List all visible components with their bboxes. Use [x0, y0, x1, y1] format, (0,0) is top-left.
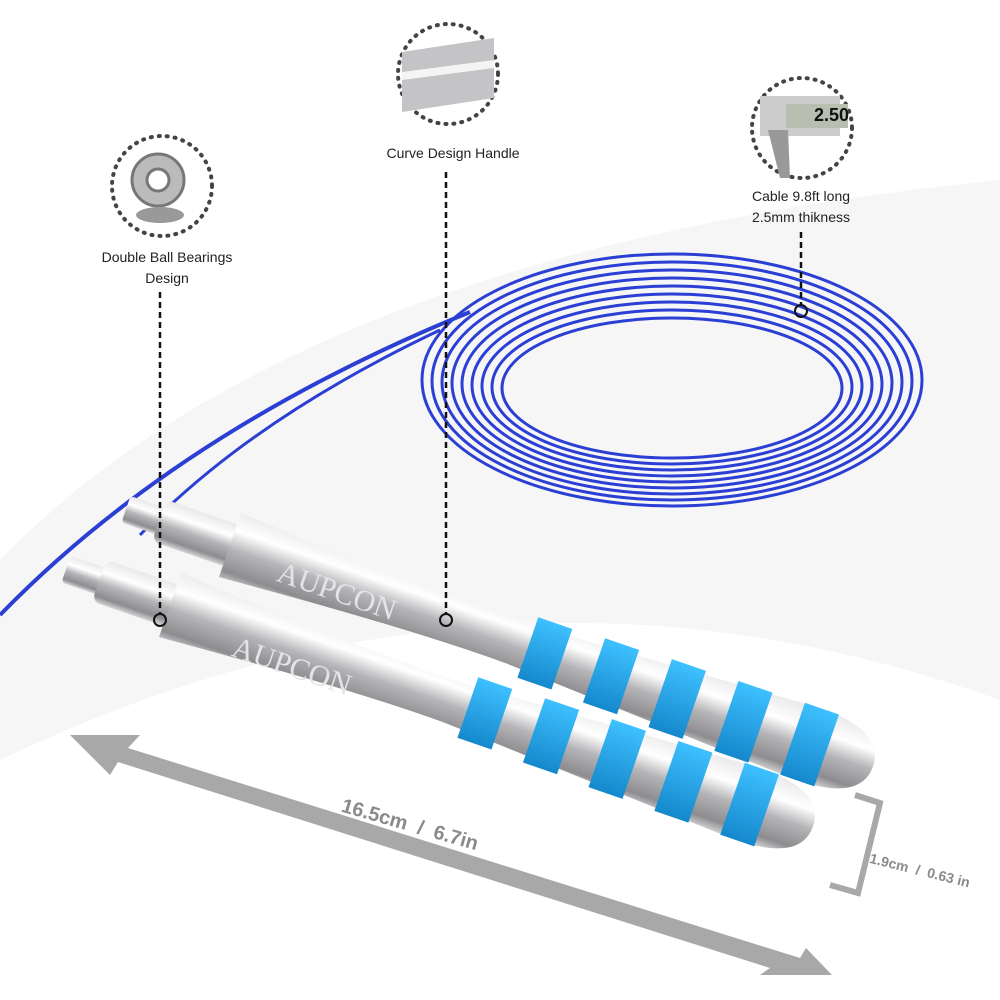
leader-endpoints	[153, 304, 808, 627]
cable-coil	[420, 252, 924, 508]
handle-back	[122, 497, 875, 789]
caliper-icon	[760, 96, 848, 178]
handle-front	[62, 557, 815, 849]
bearing-callout-label: Double Ball Bearings Design	[82, 247, 252, 289]
handle-callout-circle	[396, 22, 500, 126]
cable-strand	[0, 310, 471, 617]
handle-closeup-icon	[402, 38, 494, 112]
bearing-label-line2: Design	[145, 270, 189, 286]
bearing-callout-circle	[110, 134, 214, 238]
handle-callout-label: Curve Design Handle	[386, 145, 520, 161]
length-dimension-arrow	[70, 735, 832, 975]
cable-label-line2: 2.5mm thikness	[751, 209, 851, 225]
bearing-label-line1: Double Ball Bearings	[101, 249, 233, 265]
cable-label-line1: Cable 9.8ft long	[751, 188, 851, 204]
cable-callout-circle	[750, 76, 854, 180]
diameter-bracket	[829, 792, 884, 897]
caliper-readout: 2.50	[814, 105, 850, 125]
cable-callout-label: Cable 9.8ft long 2.5mm thikness	[730, 186, 872, 228]
leader-lines	[158, 172, 803, 614]
